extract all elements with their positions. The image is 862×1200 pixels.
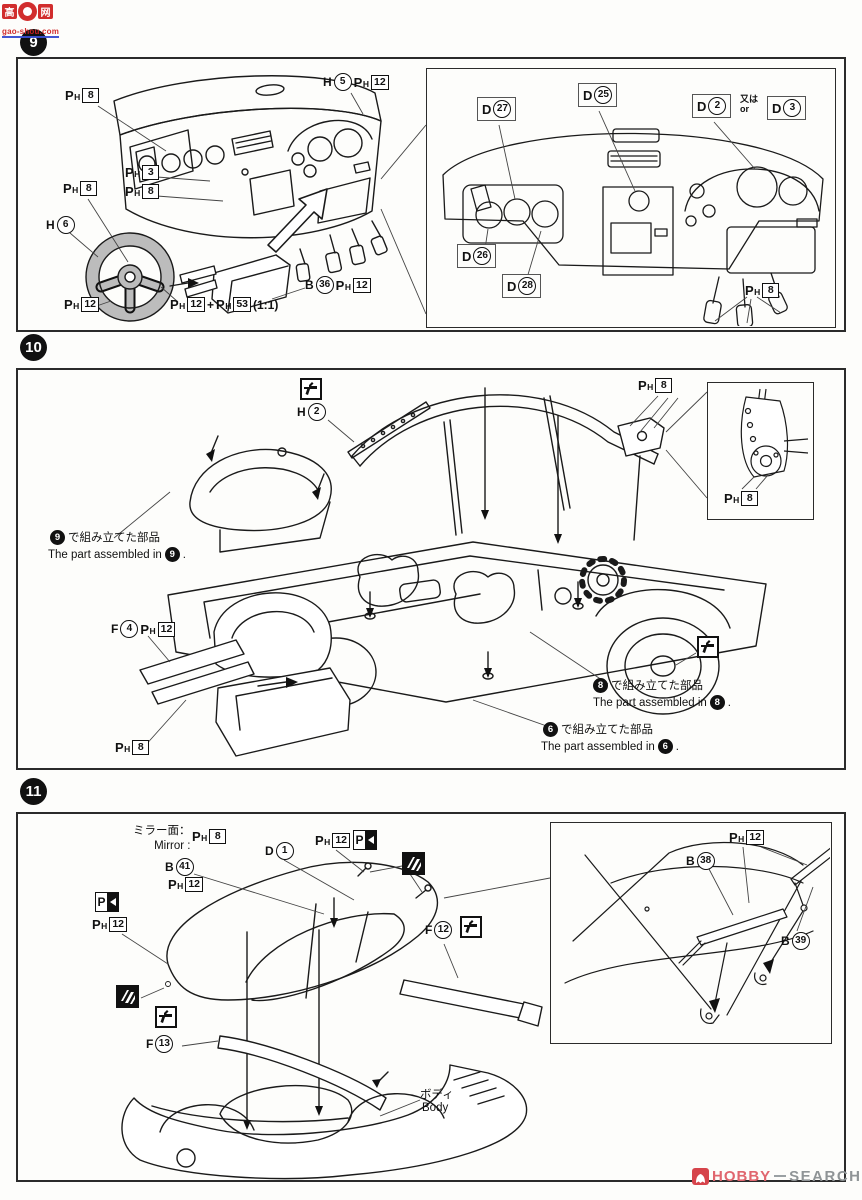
gao-logo-char-left: 高 (2, 4, 17, 19)
mirror-face-note: ミラー面： Mirror : (133, 824, 191, 854)
step-11-inset-illustration (564, 841, 830, 1024)
mirror-note-jp: ミラー面： (133, 825, 191, 837)
paint-airbrush-icon (300, 378, 322, 400)
hobby-search-watermark: HOBBY SEARCH (692, 1168, 862, 1185)
gao-shou-logo: 高 网 (2, 2, 59, 21)
paint-marker-icon: P (353, 830, 377, 850)
hobby-search-logo-icon (692, 1168, 709, 1185)
body-label-jp: ボディ (420, 1089, 454, 1101)
gear-icon (18, 2, 37, 21)
gao-shou-watermark: 高 网 gao-shou.com (2, 2, 60, 39)
paint-airbrush-icon (460, 916, 482, 938)
mirror-note-en: Mirror : (154, 839, 191, 852)
paint-airbrush-icon (697, 636, 719, 658)
step-9-badge: 9 (20, 29, 47, 56)
step-11-badge: 11 (20, 778, 47, 805)
hobby-search-word-1: HOBBY (712, 1168, 772, 1185)
paint-marker-icon: P (95, 892, 119, 912)
step-9-inset-illustration (442, 110, 824, 326)
paint-airbrush-icon (155, 1006, 177, 1028)
step-10-inset-illustration (740, 388, 809, 490)
step-9-illustration (69, 75, 427, 322)
hobby-search-underscore (774, 1174, 787, 1178)
body-label-en: Body (422, 1102, 449, 1114)
gao-logo-char-right: 网 (38, 4, 53, 19)
hobby-search-word-2: SEARCH (789, 1168, 862, 1185)
step-11-illustration (121, 849, 551, 1180)
gao-shou-url: gao-shou.com (2, 27, 60, 39)
step-10-illustration (113, 387, 767, 757)
plating-icon (116, 985, 139, 1008)
plating-icon (402, 852, 425, 875)
step-10-badge: 10 (20, 334, 47, 361)
